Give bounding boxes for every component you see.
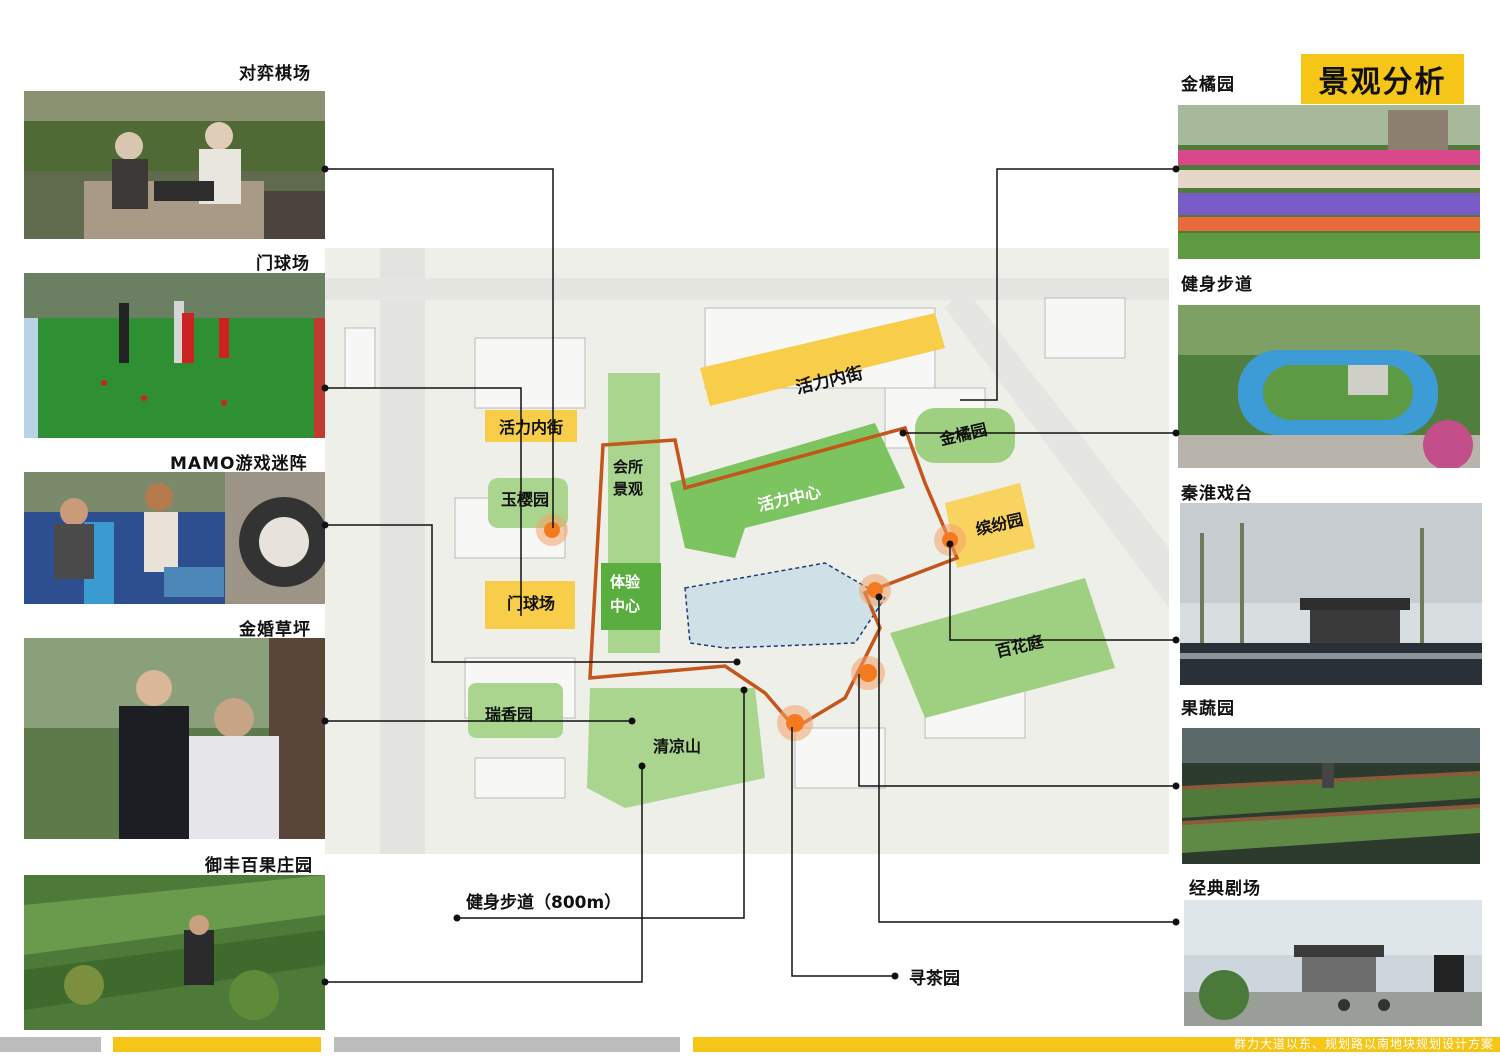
label-qingliang: 清凉山: [653, 737, 702, 756]
play-maze-photo: [24, 472, 325, 604]
label-experience-2: 中心: [610, 597, 641, 615]
caption-orchard: 御丰百果庄园: [205, 856, 313, 876]
caption-gateball: 门球场: [256, 254, 310, 274]
footer-bar-yellow-2: 群力大道以东、规划路以南地块规划设计方案: [693, 1037, 1500, 1052]
caption-trail: 健身步道: [1181, 275, 1253, 295]
caption-chess: 对弈棋场: [239, 64, 311, 84]
caption-theater: 经典剧场: [1189, 879, 1261, 899]
footer-bar-gray-1: [0, 1037, 101, 1052]
label-experience-1: 体验: [610, 573, 641, 591]
label-ruixiang: 瑞香园: [485, 705, 534, 724]
caption-maze: MAMO游戏迷阵: [170, 454, 308, 474]
page-title: 景观分析: [1318, 65, 1447, 100]
fitness-trail-photo: [1178, 305, 1480, 468]
caption-lawn: 金婚草坪: [239, 620, 311, 640]
chess-players-photo: [24, 91, 325, 239]
caption-kumquat: 金橘园: [1181, 75, 1235, 95]
label-gateball: 门球场: [507, 594, 556, 613]
footer-bar-yellow-1: [113, 1037, 321, 1052]
caption-veg: 果蔬园: [1181, 699, 1235, 719]
page-title-box: 景观分析: [1301, 54, 1464, 104]
label-tea-garden: 寻茶园: [909, 969, 960, 989]
footer-bar-gray-2: [334, 1037, 680, 1052]
orchard-garden-photo: [24, 875, 325, 1030]
gateball-court-photo: [24, 273, 325, 438]
caption-stage: 秦淮戏台: [1181, 484, 1253, 504]
footer-text: 群力大道以东、规划路以南地块规划设计方案: [1233, 1037, 1494, 1051]
label-yuying: 玉樱园: [501, 490, 550, 509]
site-plan-drawing: [325, 248, 1169, 854]
site-plan: 活力内街 活力内街 玉樱园 门球场 会所 景观 体验 中心 活力中心 金橘园 缤…: [325, 248, 1169, 854]
golden-wedding-lawn-photo: [24, 638, 325, 839]
label-fitness-trail: 健身步道（800m）: [466, 893, 622, 913]
label-clubhouse-1: 会所: [613, 458, 644, 476]
label-clubhouse-2: 景观: [613, 480, 644, 498]
kumquat-garden-photo: [1178, 105, 1480, 259]
label-vitality-street-left: 活力内街: [499, 418, 564, 437]
vegetable-garden-photo: [1182, 728, 1480, 864]
qinhuai-stage-photo: [1180, 503, 1482, 685]
classic-theater-photo: [1184, 900, 1482, 1026]
